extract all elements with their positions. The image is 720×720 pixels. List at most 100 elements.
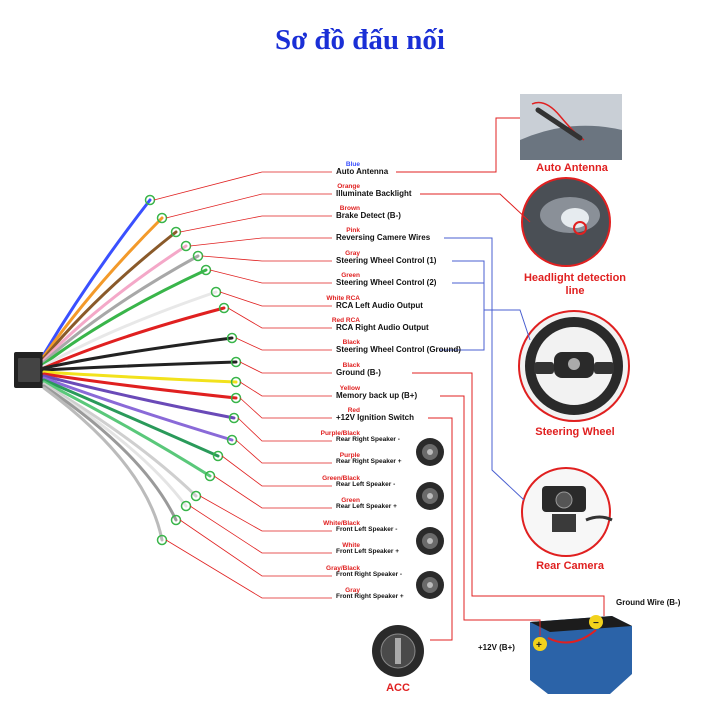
harness-wire (42, 372, 238, 400)
harness-wire (42, 374, 236, 420)
wire-function-label: Auto Antenna (336, 167, 389, 176)
svg-text:−: − (593, 618, 599, 629)
harness-wire (42, 384, 178, 522)
leader-line (179, 519, 332, 577)
device-connector-lines (396, 117, 605, 641)
harness-wire (42, 370, 238, 384)
label-acc: ACC (386, 682, 410, 694)
leader-line (213, 475, 332, 509)
wire-function-label: Front Left Speaker - (336, 526, 398, 533)
wire-function-label: Memory back up (B+) (336, 391, 418, 400)
label-plus-12v: +12V (B+) (478, 643, 515, 652)
label-rear-camera: Rear Camera (536, 560, 604, 572)
antenna-picture (520, 94, 622, 160)
leader-line (237, 417, 332, 442)
battery-picture: + − (530, 615, 632, 694)
label-steering-wheel: Steering Wheel (535, 426, 615, 438)
steering-wheel-picture (518, 310, 630, 422)
wire-color-label: Red (347, 407, 360, 414)
wire-function-label: Ground (B-) (336, 368, 381, 377)
leader-line (219, 291, 332, 307)
wire-function-label: Steering Wheel Control (Ground) (336, 345, 461, 354)
leader-line (189, 505, 332, 554)
harness-wire (42, 382, 198, 498)
wire-function-label: Illuminate Backlight (336, 189, 412, 198)
label-leader-lines (153, 171, 332, 599)
wire-color-label: White RCA (326, 295, 360, 302)
wire-color-label: Green/Black (322, 475, 360, 482)
leader-line (165, 539, 332, 599)
speaker-icon (416, 438, 444, 466)
wire-function-label: +12V Ignition Switch (336, 413, 415, 422)
wire-function-label: Steering Wheel Control (2) (336, 278, 437, 287)
wire-color-label: White (342, 542, 360, 549)
acc-picture (372, 625, 424, 677)
speaker-icon (416, 571, 444, 599)
rear-camera-picture (521, 467, 613, 557)
harness-wire (42, 198, 152, 356)
leader-line (179, 215, 332, 233)
wire-color-label: Purple (339, 452, 360, 459)
harness-wire (42, 378, 220, 458)
leader-line (199, 495, 332, 532)
harness-wire (42, 290, 218, 368)
wire-function-label: Front Left Speaker + (336, 548, 400, 555)
harness-wire (42, 230, 178, 360)
wire-color-label: Yellow (339, 385, 360, 392)
leader-line (239, 361, 332, 374)
label-headlight: Headlight detection line (523, 272, 627, 297)
leader-line (201, 255, 332, 262)
harness-wire (42, 268, 208, 366)
wire-function-label: RCA Right Audio Output (336, 323, 429, 332)
harness-wire (42, 360, 238, 372)
wire-function-label: Rear Left Speaker + (336, 503, 397, 510)
wire-function-label: Rear Right Speaker + (336, 458, 402, 465)
speaker-icon (416, 527, 444, 555)
wire-function-label: Rear Right Speaker - (336, 436, 400, 443)
wire-color-label: Green (341, 497, 360, 504)
harness-wire (42, 306, 226, 370)
leader-line (235, 337, 332, 351)
harness-wire (42, 216, 164, 358)
wire-color-label: Green (341, 272, 360, 279)
wire-color-label: Purple/Black (320, 430, 360, 437)
wire-function-label: Steering Wheel Control (1) (336, 256, 437, 265)
leader-line (209, 269, 332, 284)
harness-wire (42, 254, 200, 364)
speaker-icon (416, 482, 444, 510)
label-auto-antenna: Auto Antenna (536, 162, 608, 174)
wire-color-label: White/Black (323, 520, 360, 527)
leader-line (239, 397, 332, 419)
leader-line (189, 237, 332, 247)
headlight-picture (521, 177, 611, 267)
harness-wire (42, 380, 212, 478)
wire-function-label: Front Right Speaker - (336, 571, 403, 578)
device-signal-lines (440, 237, 531, 501)
wire-color-label: Gray/Black (326, 565, 360, 572)
leader-line (235, 439, 332, 464)
harness-wire (42, 386, 164, 542)
wire-color-label: Gray (345, 587, 360, 594)
leader-line (227, 307, 332, 329)
label-ground-wire: Ground Wire (B-) (616, 598, 681, 607)
harness-wire (42, 336, 234, 370)
wire-color-label: Orange (337, 183, 360, 190)
wire-color-label: Brown (339, 205, 360, 212)
leader-line (165, 193, 332, 219)
leader-line (239, 381, 332, 397)
wire-function-label: Brake Detect (B-) (336, 211, 401, 220)
wire-color-label: Blue (345, 161, 360, 168)
harness-wire (42, 376, 234, 442)
svg-text:+: + (536, 640, 542, 651)
wire-color-label: Red RCA (331, 317, 360, 324)
wire-function-label: Reversing Camere Wires (336, 233, 431, 242)
harness-wires (42, 194, 242, 546)
diagram-title: Sơ đồ đấu nối (274, 24, 445, 56)
speaker-icons (416, 438, 444, 599)
harness-wire (42, 244, 188, 362)
wire-color-label: Black (342, 339, 360, 346)
wire-function-label: RCA Left Audio Output (336, 301, 423, 310)
leader-line (153, 171, 332, 201)
leader-line (221, 455, 332, 487)
wire-color-label: Black (342, 362, 360, 369)
